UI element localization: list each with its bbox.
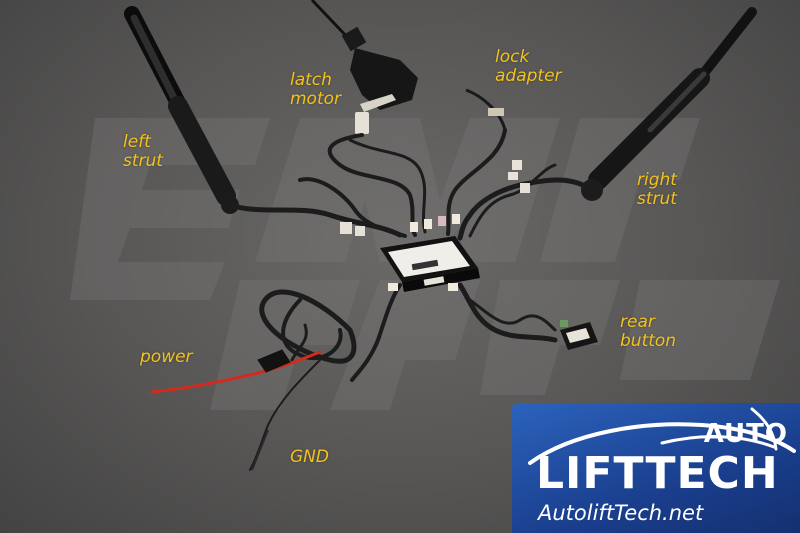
strut-connectors [340,183,530,236]
control-module [380,214,480,292]
label-rear-button: rear button [620,312,677,351]
gnd-wire [251,429,269,471]
autolifttech-logo: AUTO LIFTTECH AutoliftTech.net [512,403,800,533]
lock-adapter [465,88,522,180]
car-silhouette-icon [528,407,796,465]
wiring-harness [227,128,595,471]
label-gnd: GND [290,447,329,467]
power-wire [150,349,322,394]
rear-button [560,320,598,350]
latch-motor [310,0,418,134]
label-power: power [140,347,193,367]
logo-brand-text: LIFTTECH [536,448,779,499]
left-strut [124,6,239,214]
logo-auto-text: AUTO [703,419,788,449]
label-left-strut: left strut [123,132,163,171]
logo-website-text: AutoliftTech.net [538,501,704,525]
label-right-strut: right strut [637,170,677,209]
label-lock-adapter: lock adapter [495,47,562,86]
label-latch-motor: latch motor [290,70,342,109]
